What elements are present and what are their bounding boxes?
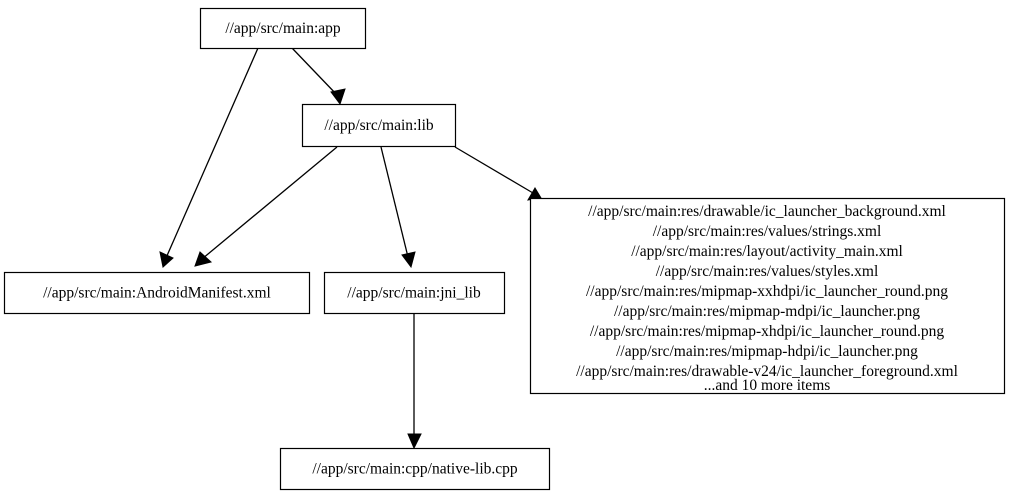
node-app[interactable]: //app/src/main:app xyxy=(199,7,367,50)
arrowhead-icon xyxy=(194,251,213,267)
edge-line xyxy=(454,146,534,194)
edge-app-to-lib xyxy=(291,47,346,106)
node-android-manifest-box[interactable] xyxy=(3,271,311,315)
node-lib[interactable]: //app/src/main:lib xyxy=(301,103,457,148)
edge-lib-to-manifest xyxy=(194,146,338,267)
node-lib-label: //app/src/main:lib xyxy=(324,117,434,134)
node-jni-lib[interactable]: //app/src/main:jni_lib xyxy=(323,271,506,315)
edge-app-to-manifest xyxy=(159,47,259,268)
edge-jni-lib-to-native-lib xyxy=(407,313,422,450)
arrowhead-icon xyxy=(401,251,416,269)
node-app-label: //app/src/main:app xyxy=(225,20,341,37)
node-resources-box[interactable] xyxy=(529,197,1006,395)
edge-line xyxy=(380,146,409,258)
node-resources-line-8: //app/src/main:res/drawable-v24/ic_launc… xyxy=(576,363,958,380)
node-app-box[interactable] xyxy=(199,7,367,50)
edge-lib-to-resources xyxy=(454,146,542,201)
node-resources-line-4: //app/src/main:res/mipmap-xxhdpi/ic_laun… xyxy=(586,283,948,300)
node-native-lib[interactable]: //app/src/main:cpp/native-lib.cpp xyxy=(279,447,551,491)
edge-line xyxy=(291,47,339,97)
node-jni-lib-label: //app/src/main:jni_lib xyxy=(347,285,481,302)
node-resources-line-2: //app/src/main:res/layout/activity_main.… xyxy=(631,243,903,260)
node-resources[interactable]: //app/src/main:res/drawable/ic_launcher_… xyxy=(529,197,1006,395)
node-resources-line-7: //app/src/main:res/mipmap-hdpi/ic_launch… xyxy=(616,343,918,360)
node-resources-line-6: //app/src/main:res/mipmap-xhdpi/ic_launc… xyxy=(590,323,945,340)
arrowhead-icon xyxy=(330,88,346,106)
arrowhead-icon xyxy=(407,433,422,450)
edge-lib-to-jni-lib xyxy=(380,146,416,269)
node-resources-line-3: //app/src/main:res/values/styles.xml xyxy=(656,263,879,280)
edge-layer xyxy=(159,47,542,450)
arrowhead-icon xyxy=(159,251,174,268)
edge-line xyxy=(165,47,259,259)
node-layer: //app/src/main:app //app/src/main:lib //… xyxy=(3,7,1006,491)
node-resources-line-5: //app/src/main:res/mipmap-mdpi/ic_launch… xyxy=(614,303,920,320)
node-resources-line-9: ...and 10 more items xyxy=(704,377,831,394)
node-jni-lib-box[interactable] xyxy=(323,271,506,315)
node-android-manifest-label: //app/src/main:AndroidManifest.xml xyxy=(43,285,271,302)
edge-line xyxy=(201,146,338,260)
node-native-lib-box[interactable] xyxy=(279,447,551,491)
node-android-manifest[interactable]: //app/src/main:AndroidManifest.xml xyxy=(3,271,311,315)
node-native-lib-label: //app/src/main:cpp/native-lib.cpp xyxy=(312,461,518,478)
node-lib-box[interactable] xyxy=(301,103,457,148)
node-resources-line-1: //app/src/main:res/values/strings.xml xyxy=(653,223,882,240)
node-resources-line-0: //app/src/main:res/drawable/ic_launcher_… xyxy=(588,203,946,220)
